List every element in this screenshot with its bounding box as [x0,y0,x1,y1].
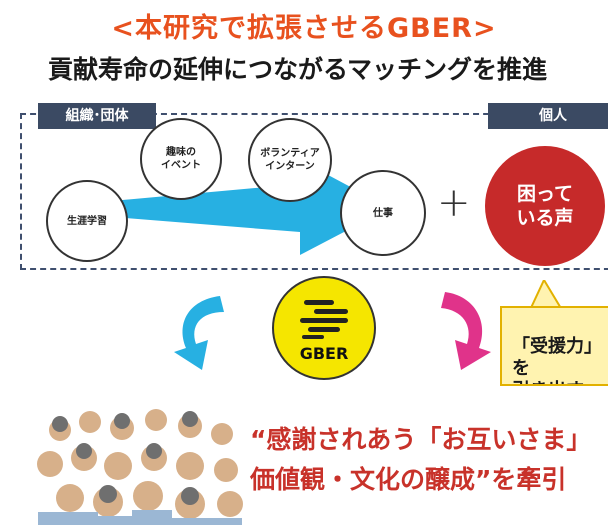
work-label: 仕事 [373,207,393,219]
bottom-message-line2: 価値観・文化の醸成”を牽引 [250,465,567,494]
page-title: <本研究で拡張させるGBER> [111,13,497,44]
hobby-event-label: 趣味の イベント [161,147,201,171]
organization-region [20,113,608,270]
gber-logo: GBER [272,276,376,380]
cyan-cycle-arrow-icon [174,296,224,370]
hobby-event-circle: 趣味の イベント [140,118,222,200]
gber-logo-text: GBER [299,344,349,363]
page-subtitle: 貢献寿命の延伸につながるマッチングを推進 [48,55,548,84]
work-circle: 仕事 [340,170,426,256]
lifelong-learning-label: 生涯学習 [67,215,107,227]
seniors-crowd-photo [30,400,250,525]
volunteer-intern-label: ボランティア インターン [260,148,320,172]
callout-pointer [528,280,564,310]
gber-logo-mark-icon [300,300,348,339]
plus-sign: + [437,180,471,226]
magenta-cycle-arrow-icon [441,292,491,370]
receive-help-text: 「受援力」を 引き出す [512,336,593,384]
receive-help-callout: 「受援力」を 引き出す [500,306,608,386]
troubled-voice-circle: 困って いる声 [485,146,605,266]
volunteer-intern-circle: ボランティア インターン [248,118,332,202]
org-label: 組織･団体 [38,103,156,129]
troubled-voice-label: 困って いる声 [516,183,574,229]
lifelong-learning-circle: 生涯学習 [46,180,128,262]
bottom-message-line1: “感謝されあう「お互いさま」 [250,425,592,454]
individual-label: 個人 [488,103,608,129]
